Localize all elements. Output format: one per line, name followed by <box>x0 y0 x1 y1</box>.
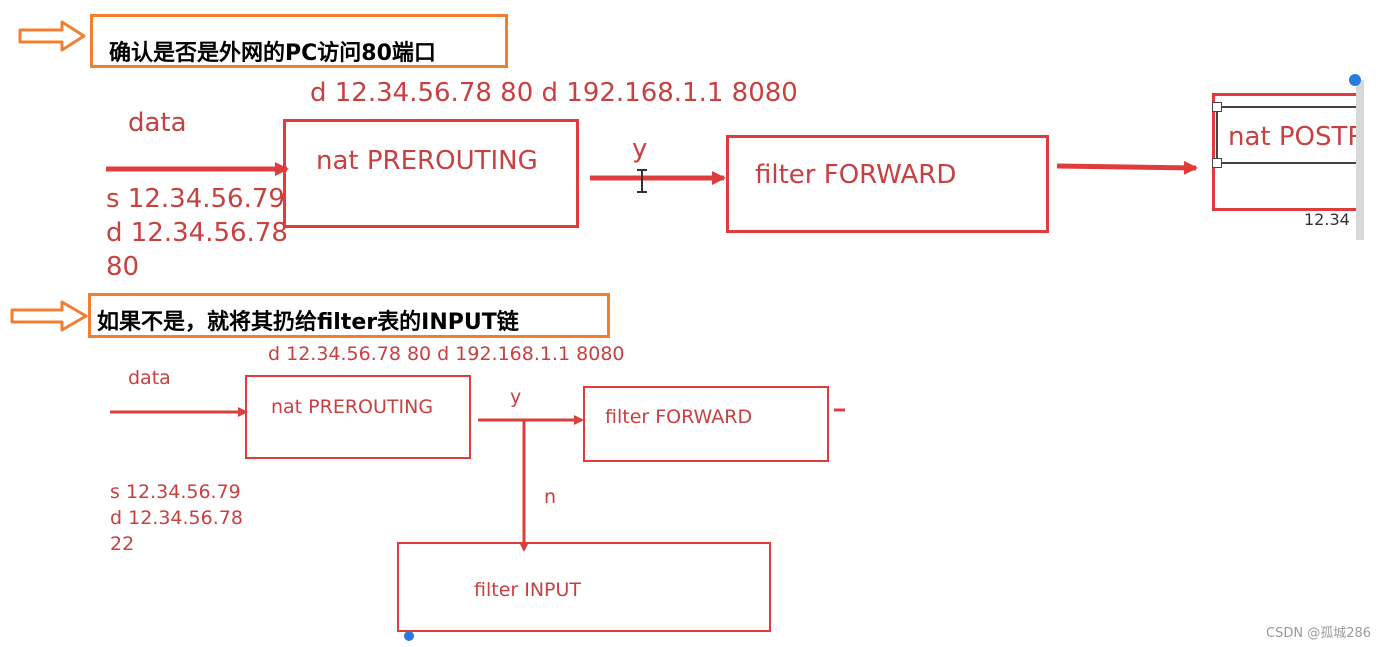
top-src-line-3: 80 <box>106 252 140 282</box>
scrollbar-track[interactable] <box>1356 80 1364 240</box>
bottom-forward-label: filter FORWARD <box>605 406 753 428</box>
bottom-forward-box <box>583 386 829 462</box>
bottom-dest-info: d 12.34.56.78 80 d 192.168.1.1 8080 <box>268 343 625 365</box>
top-data-label: data <box>128 108 187 138</box>
top-src-line-2: d 12.34.56.78 <box>106 218 288 248</box>
bottom-src-line-3: 22 <box>110 533 135 555</box>
top-yes-label: y <box>632 134 648 164</box>
resize-dot-icon[interactable] <box>1349 74 1361 86</box>
postrouting-clip-text: 12.34 <box>1304 210 1350 229</box>
top-postrouting-label: nat POSTR <box>1228 122 1358 152</box>
bottom-input-label: filter INPUT <box>474 579 582 601</box>
bottom-prerouting-box <box>245 375 471 459</box>
bottom-data-label: data <box>128 367 171 389</box>
bottom-heading: 如果不是，就将其扔给filter表的INPUT链 <box>88 293 610 338</box>
bottom-prerouting-label: nat PREROUTING <box>271 396 434 418</box>
postrouting-clip-panel: nat POSTR 12.34 <box>1208 74 1358 238</box>
top-forward-label: filter FORWARD <box>755 160 957 190</box>
selection-handle[interactable] <box>1212 158 1222 168</box>
resize-dot-icon[interactable] <box>404 631 414 641</box>
orange-arrow-icon <box>18 20 86 52</box>
watermark: CSDN @孤城286 <box>1266 626 1372 641</box>
top-postrouting-box <box>1212 93 1358 211</box>
bottom-src-line-1: s 12.34.56.79 <box>110 481 241 503</box>
bottom-src-line-2: d 12.34.56.78 <box>110 507 243 529</box>
selection-handle[interactable] <box>1212 102 1222 112</box>
bottom-input-box <box>397 542 771 632</box>
top-dest-info: d 12.34.56.78 80 d 192.168.1.1 8080 <box>310 78 798 108</box>
text-cursor-icon <box>637 169 647 193</box>
top-src-line-1: s 12.34.56.79 <box>106 184 285 214</box>
selection-frame <box>1216 106 1358 164</box>
bottom-yes-label: y <box>510 386 522 408</box>
forward-to-postrouting-arrow <box>1056 160 1198 175</box>
top-prerouting-box <box>283 119 579 228</box>
top-forward-box <box>726 135 1049 233</box>
top-prerouting-label: nat PREROUTING <box>316 146 538 176</box>
top-heading: 确认是否是外网的PC访问80端口 <box>90 14 508 68</box>
bottom-no-label: n <box>544 486 557 508</box>
orange-arrow-icon <box>10 300 88 332</box>
